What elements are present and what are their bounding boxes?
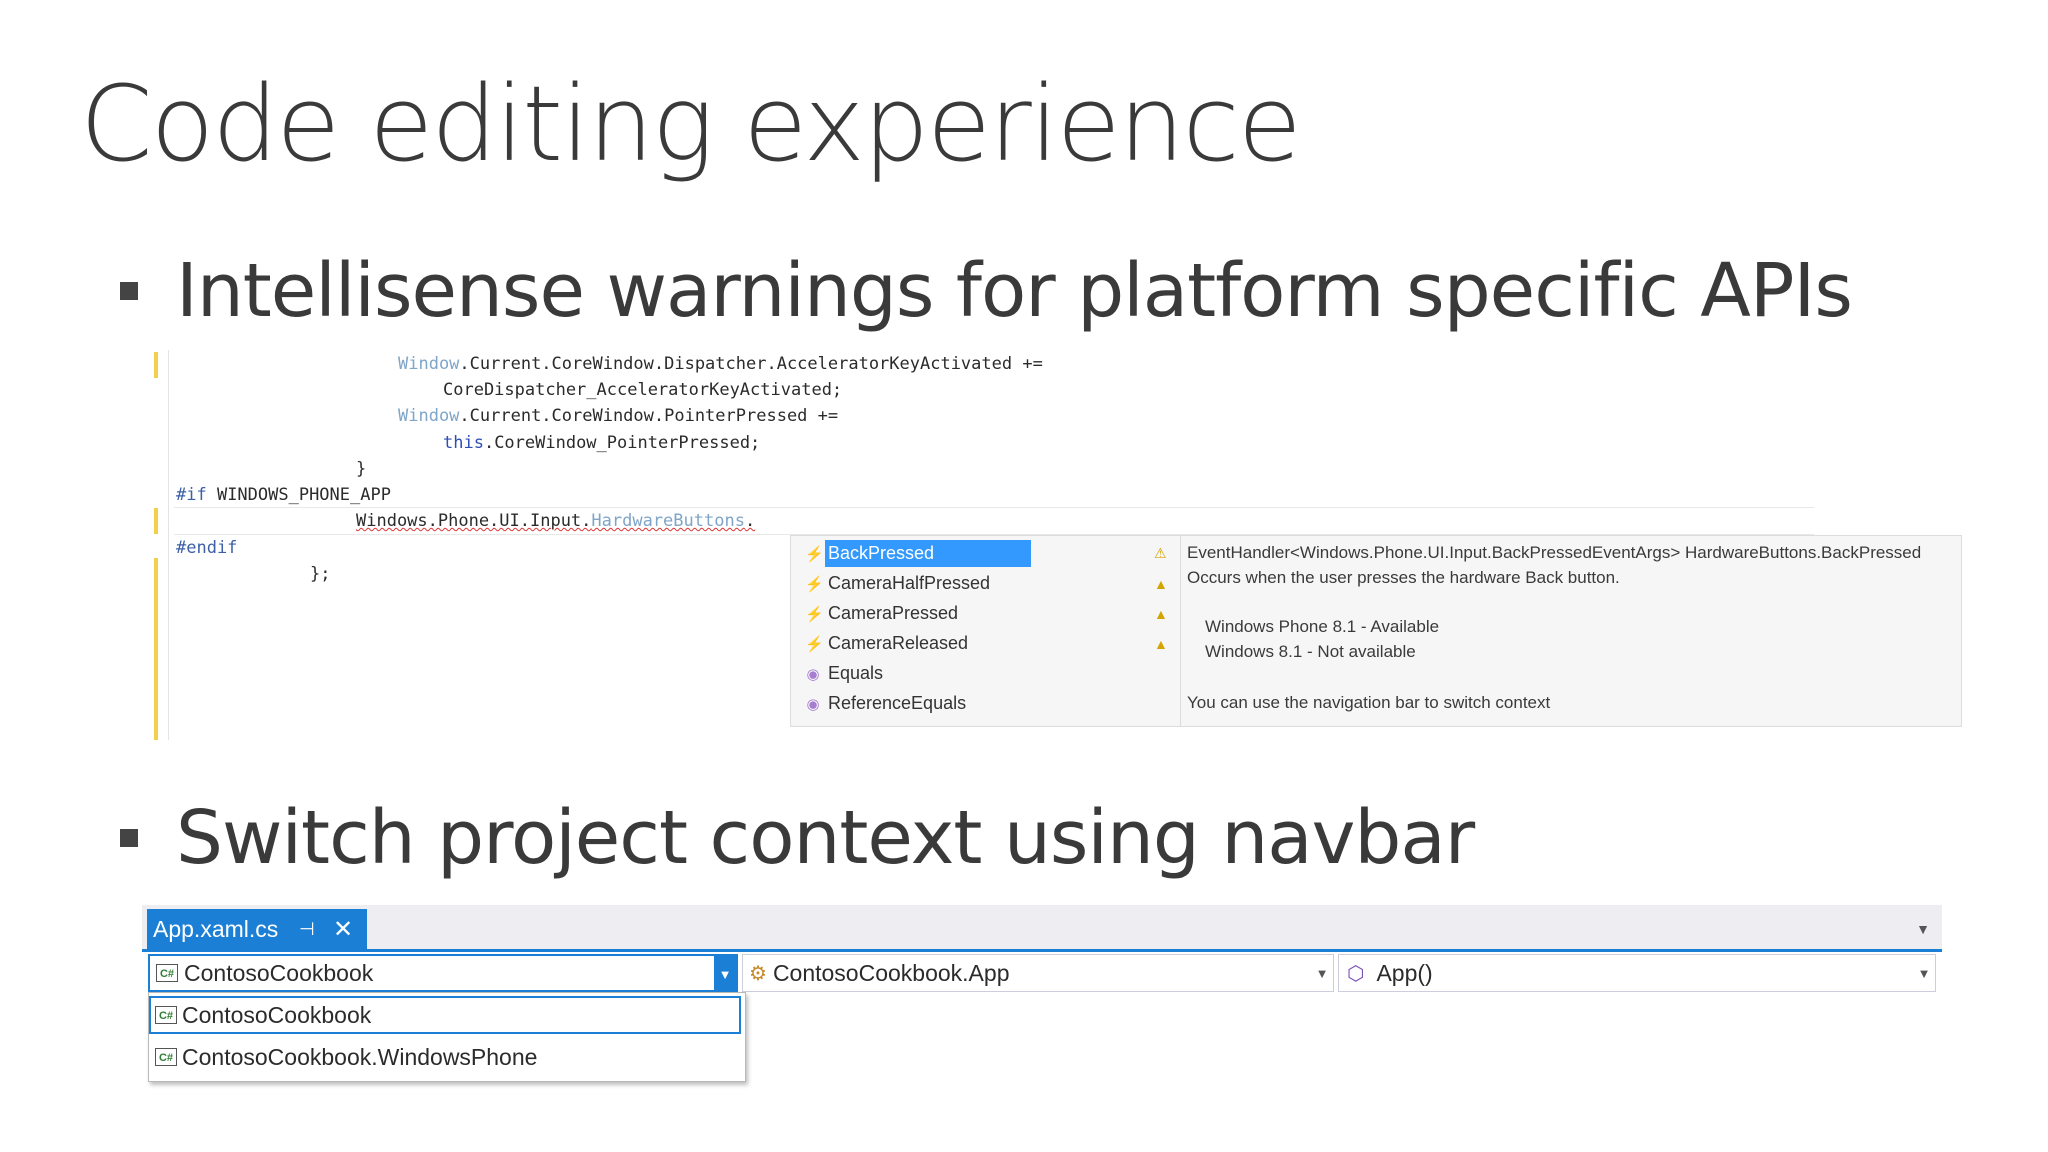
bullet-text: Switch project context using navbar [176,795,1475,881]
chevron-down-icon[interactable]: ▼ [1916,921,1930,937]
quickinfo-tooltip: EventHandler<Windows.Phone.UI.Input.Back… [1180,535,1962,727]
completion-item-equals[interactable]: ◉ Equals [806,663,884,683]
dropdown-item-contosocookbook[interactable]: C# ContosoCookbook [149,996,741,1034]
csharp-project-icon: C# [156,964,178,982]
completion-item-backpressed[interactable]: ⚡ BackPressed ⚠ [791,539,1181,568]
completion-list[interactable]: ⚡ BackPressed ⚠ ⚡ CameraHalfPressed ▲ ⚡ … [790,535,1182,727]
method-icon: ◉ [806,665,820,683]
completion-item-camerahalfpressed[interactable]: ⚡ CameraHalfPressed ▲ [805,573,1168,593]
bullet-text: Intellisense warnings for platform speci… [176,248,1853,334]
code-line[interactable]: #if WINDOWS_PHONE_APP [176,485,391,505]
tab-app-xaml-cs[interactable]: App.xaml.cs ⊣ ✕ [147,909,367,949]
bullet-intellisense: Intellisense warnings for platform speci… [120,248,1853,334]
completion-item-camerapressed[interactable]: ⚡ CameraPressed ▲ [805,603,1168,623]
code-line[interactable]: } [356,459,367,479]
tooltip-hint: You can use the navigation bar to switch… [1187,693,1551,712]
bullet-navbar: Switch project context using navbar [120,795,1475,881]
code-line[interactable]: }; [310,564,331,584]
pin-icon[interactable]: ⊣ [299,918,315,939]
change-bar [154,352,158,378]
slide-title: Code editing experience [80,63,1302,185]
change-bar [154,508,158,534]
code-line[interactable]: Window.Current.CoreWindow.Dispatcher.Acc… [398,354,1043,374]
change-bar [154,558,158,740]
warning-icon: ▲ [1154,575,1168,592]
current-line-highlight [174,507,1814,535]
chevron-down-icon[interactable]: ▼ [1315,965,1329,981]
code-line[interactable]: Windows.Phone.UI.Input.HardwareButtons. [356,511,756,531]
lightning-icon: ⚡ [805,575,824,593]
chevron-down-icon[interactable]: ▼ [1917,965,1931,981]
method-icon: ◉ [806,695,820,713]
member-dropdown[interactable]: ⬡ App() ▼ [1338,954,1936,992]
warning-icon: ⚠ [1154,545,1167,561]
tooltip-availability: Windows Phone 8.1 - Available [1205,617,1440,636]
bullet-square-icon [120,829,138,847]
dropdown-item-contosocookbook-windowsphone[interactable]: C# ContosoCookbook.WindowsPhone [149,1038,741,1076]
code-line[interactable]: Window.Current.CoreWindow.PointerPressed… [398,406,839,426]
method-icon: ⬡ [1347,962,1365,985]
bullet-square-icon [120,282,138,300]
warning-icon: ▲ [1154,605,1168,622]
code-line[interactable]: #endif [176,538,238,558]
completion-item-camerareleased[interactable]: ⚡ CameraReleased ▲ [805,633,1168,653]
warning-icon: ▲ [1154,635,1168,652]
type-dropdown[interactable]: ⚙ ContosoCookbook.App ▼ [742,954,1334,992]
lightning-icon: ⚡ [805,605,824,623]
lightning-icon: ⚡ [805,635,824,653]
csharp-project-icon: C# [155,1048,177,1066]
lightning-icon: ⚡ [805,545,824,563]
code-line[interactable]: this.CoreWindow_PointerPressed; [443,433,761,453]
completion-item-referenceequals[interactable]: ◉ ReferenceEquals [806,693,967,713]
tooltip-availability: Windows 8.1 - Not available [1205,642,1416,661]
project-context-dropdown[interactable]: C# ContosoCookbook ▼ [148,954,738,992]
tooltip-description: Occurs when the user presses the hardwar… [1187,568,1620,587]
code-editor[interactable]: Window.Current.CoreWindow.Dispatcher.Acc… [150,350,1962,740]
chevron-down-icon[interactable]: ▼ [714,956,736,992]
tooltip-signature: EventHandler<Windows.Phone.UI.Input.Back… [1187,543,1922,562]
document-tab-strip: App.xaml.cs ⊣ ✕ ▼ [142,905,1942,952]
project-dropdown-list[interactable]: C# ContosoCookbook C# ContosoCookbook.Wi… [148,992,746,1082]
csharp-project-icon: C# [155,1006,177,1024]
editor-navbar[interactable]: App.xaml.cs ⊣ ✕ ▼ C# ContosoCookbook ▼ ⚙… [142,905,1942,1085]
code-line[interactable]: CoreDispatcher_AcceleratorKeyActivated; [443,380,843,400]
editor-margin-line [168,350,169,740]
close-icon[interactable]: ✕ [333,915,354,943]
class-icon: ⚙ [749,962,767,985]
